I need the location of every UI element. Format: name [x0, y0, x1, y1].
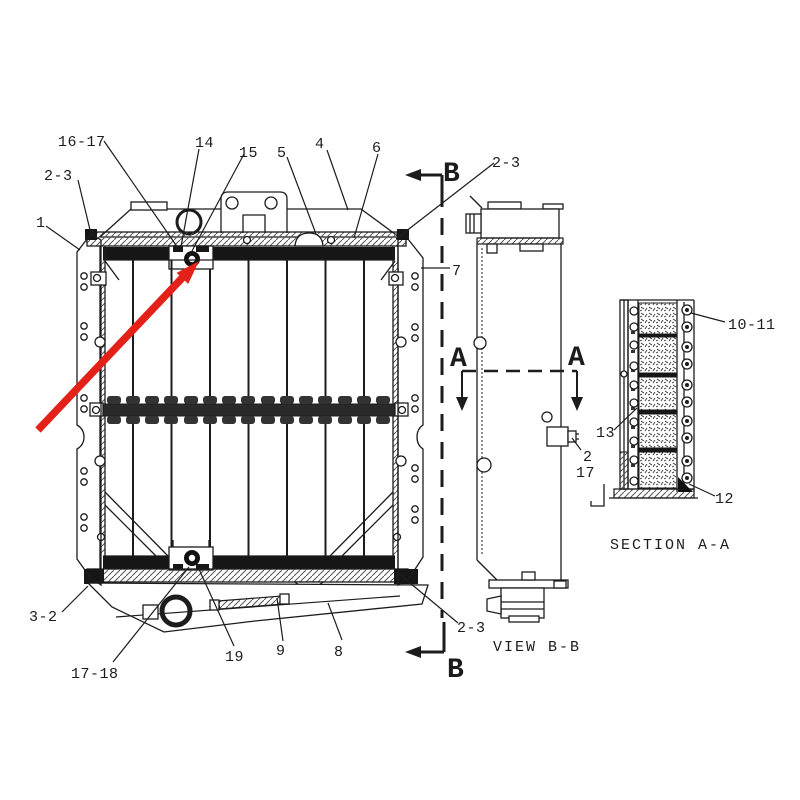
cut-letter-b-bottom: B [447, 655, 464, 686]
side-inlet-stub [465, 213, 482, 234]
top-edge-plate [85, 229, 409, 247]
leader-16-17 [103, 140, 179, 249]
callout-7: 7 [452, 263, 462, 280]
view-b-b-drawing [465, 195, 579, 623]
section-foot-hook [590, 484, 605, 507]
main-front-view [76, 191, 429, 633]
view-b-b-title: VIEW B-B [493, 639, 581, 656]
leader-9 [276, 597, 284, 642]
side-top-tank [480, 208, 560, 239]
callout-3-2: 3-2 [29, 609, 58, 626]
callout-15: 15 [239, 145, 258, 162]
cut-letter-a-right: A [568, 343, 585, 374]
drain-tab [142, 604, 159, 620]
leader-4 [326, 149, 349, 211]
leader-2-3-top-right [395, 162, 495, 240]
left-frame-plate [76, 233, 107, 587]
callout-8: 8 [334, 644, 344, 661]
leader-lines [45, 140, 726, 663]
leader-19 [197, 566, 235, 647]
callout-2: 2 [583, 449, 593, 466]
b-arrow-bottom [405, 646, 421, 658]
top-dome [294, 232, 324, 247]
right-frame-plate [388, 233, 424, 587]
leader-13 [613, 407, 638, 431]
tie-rod [209, 593, 290, 611]
callout-10-11: 10-11 [728, 317, 776, 334]
callout-13: 13 [596, 425, 615, 442]
cut-line-b [405, 169, 446, 658]
bottom-band [103, 540, 395, 571]
leader-15 [191, 153, 245, 252]
bottom-left-foot [84, 569, 104, 584]
middle-tie-bar [89, 396, 409, 424]
b-arrow-top [405, 169, 421, 181]
a-arrow-left [456, 397, 468, 411]
callout-17-18: 17-18 [71, 666, 119, 683]
side-bottom [476, 559, 569, 623]
section-a-a-drawing [590, 299, 698, 507]
callout-4: 4 [315, 136, 325, 153]
top-corner-braces [104, 260, 396, 281]
leader-2-17 [571, 437, 582, 451]
leader-3-2 [61, 585, 89, 613]
callout-1: 1 [36, 215, 46, 232]
callout-14: 14 [195, 135, 214, 152]
side-body [473, 244, 562, 580]
leader-12 [688, 483, 716, 497]
cut-line-a [456, 369, 583, 411]
section-bolts [681, 304, 693, 484]
view-titles: B B A A SECTION A-A VIEW B-B [443, 159, 731, 686]
leader-10-11 [690, 312, 726, 323]
callout-6: 6 [372, 140, 382, 157]
callout-2-3-top-right: 2-3 [492, 155, 521, 172]
side-valve [541, 411, 579, 447]
leader-1 [45, 225, 81, 251]
leader-8 [327, 602, 343, 641]
leader-6 [353, 153, 379, 239]
section-a-a-title: SECTION A-A [610, 537, 731, 554]
callout-17: 17 [576, 465, 595, 482]
leader-2-3-bottom [397, 572, 459, 624]
callout-5: 5 [277, 145, 287, 162]
leader-5 [286, 156, 317, 235]
callout-12: 12 [715, 491, 734, 508]
leader-14 [179, 148, 200, 253]
cut-letter-a-left: A [450, 344, 467, 375]
cut-letter-b-top: B [443, 159, 460, 190]
callout-2-3-top-left: 2-3 [44, 168, 73, 185]
callout-2-3-bottom: 2-3 [457, 620, 486, 637]
leader-17-18 [112, 566, 190, 663]
drain-plug [159, 594, 193, 628]
callout-19: 19 [225, 649, 244, 666]
callout-9: 9 [276, 643, 286, 660]
callout-labels: 16-17 14 15 2-3 1 5 4 6 2-3 7 10-11 13 1… [29, 134, 776, 683]
top-tank [98, 191, 401, 238]
leader-2-3-top-left [77, 179, 92, 235]
core-blocks [629, 302, 678, 489]
a-arrow-right [571, 397, 583, 411]
bottom-corner-braces [104, 491, 394, 557]
red-pointer-arrow [35, 261, 199, 433]
side-outlet [500, 587, 545, 619]
bottom-tank [86, 582, 429, 633]
lifting-bracket [220, 191, 288, 233]
callout-16-17: 16-17 [58, 134, 106, 151]
